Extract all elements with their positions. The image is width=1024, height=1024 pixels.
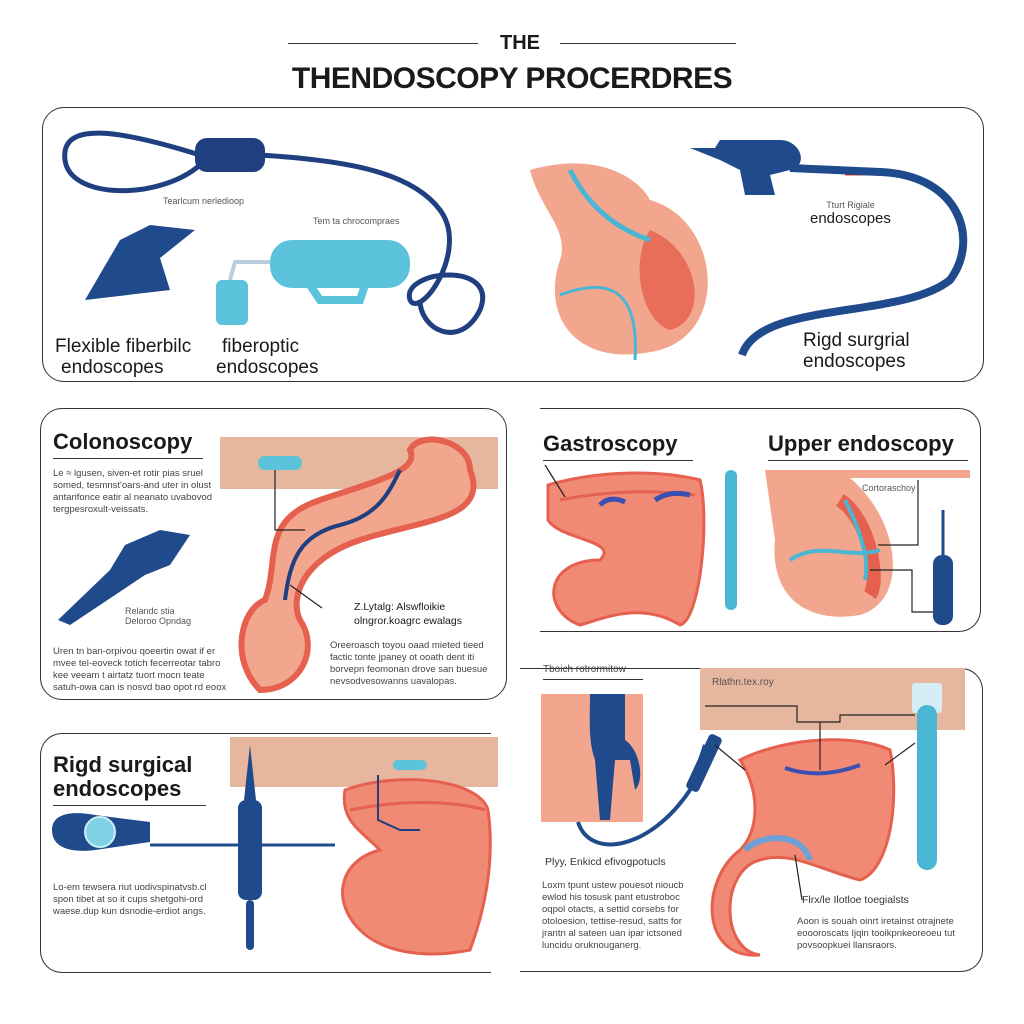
title-line: endoscopes	[53, 776, 182, 801]
rigid-panel	[40, 733, 491, 973]
caption-text: Tturt Rigiale	[826, 200, 875, 210]
colonoscopy-body-left: Uren tn ban-orpivou qoeertin owat if er …	[53, 646, 227, 693]
header-kicker: THE	[500, 32, 540, 54]
label-text: endoscopes	[803, 351, 906, 372]
upper-endoscopy-callout: Cortoraschoy	[862, 483, 916, 493]
colonoscopy-callout: Z.Lytalg: Alswfloikie olngror.koagrc ewal…	[354, 600, 462, 628]
label-text: fiberoptic	[222, 336, 300, 357]
label-text: Flexible fiberbilc	[55, 336, 192, 357]
callout-text: olngror.koagrc ewalags	[354, 615, 462, 627]
label-text: endoscopes	[216, 357, 319, 378]
gastro-panel	[540, 408, 981, 632]
callout-bottom: Flrx/le Ilotloe toegialsts	[802, 894, 909, 906]
colonoscopy-intro: Le ≈ lgusen, siven-et rotir pias sruel s…	[53, 468, 212, 515]
bottom-right-heading: Tboich rotrormitow	[543, 664, 643, 680]
page-title: THENDOSCOPY PROCERDRES	[291, 62, 733, 95]
caption-endoscopes: endoscopes	[810, 210, 891, 227]
caption-fiberoptic-small: Tem ta chrocompraes	[313, 216, 400, 226]
header-rule-right	[560, 43, 736, 44]
bottom-right-body-right: Aoon is souah oinrt iretainst otrajnete …	[797, 916, 955, 951]
colonoscopy-body-right: Oreeroasch toyou oaad mieted tieed facti…	[330, 640, 488, 687]
title-line: Rigd surgical	[53, 752, 193, 777]
gastroscopy-title: Gastroscopy	[543, 432, 693, 461]
label-text: Rigd surgrial	[803, 330, 910, 351]
label-text: endoscopes	[61, 357, 164, 378]
callout-top: Rlathn.tex.roy	[712, 677, 774, 688]
header-rule-left	[288, 43, 478, 44]
caption-text: Deloroo Opndag	[125, 616, 192, 626]
colonoscopy-title: Colonoscopy	[53, 430, 203, 459]
instruments-panel	[42, 107, 984, 382]
bottom-right-body-left: Loxm tpunt ustew pouesot nioucb ewlod hi…	[542, 880, 684, 951]
colonoscopy-panel	[40, 408, 507, 700]
upper-endoscopy-title: Upper endoscopy	[768, 432, 968, 461]
caption-text: Relandc stia	[125, 606, 175, 616]
rigid-panel-body: Lo-em tewsera riut uodivspinatvsb.cl spo…	[53, 882, 207, 917]
caption-flexible-small: Tearlcum nerledioop	[163, 196, 245, 206]
device-label: Plyy, Enkicd efivogpotucls	[545, 856, 666, 868]
callout-text: Z.Lytalg: Alswfloikie	[354, 601, 446, 613]
